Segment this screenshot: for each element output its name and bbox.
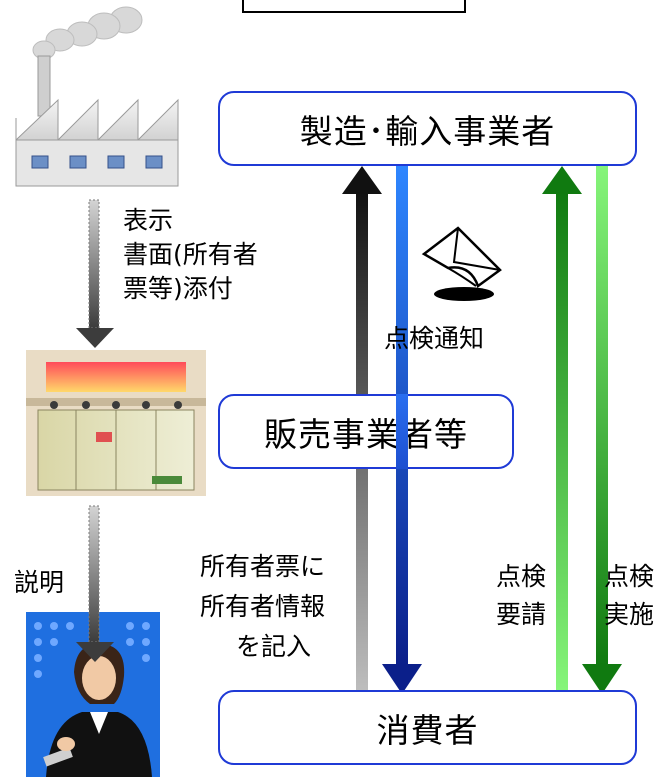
inspection-done-label-2: 実施: [604, 600, 655, 629]
title-frame: [242, 0, 466, 13]
inspection-notice-label: 点検通知: [384, 324, 485, 353]
inspection-request-label-2: 要請: [496, 600, 547, 629]
inspection-request-label-1: 点検: [496, 562, 547, 591]
consumer-label: 消費者: [376, 710, 479, 750]
document-label-2: 票等)添付: [123, 274, 233, 303]
left-flow-arrows: [76, 199, 114, 662]
retailer-label: 販売事業者等: [264, 414, 468, 454]
owner-form-label-2: 所有者情報: [200, 592, 326, 621]
owner-form-label-3: を記入: [236, 632, 312, 661]
owner-form-label-1: 所有者票に: [200, 552, 326, 581]
inspection-done-label-1: 点検: [604, 562, 655, 591]
document-label-1: 書面(所有者: [123, 240, 258, 269]
retailer-box: 販売事業者等: [218, 394, 514, 469]
manufacturer-box: 製造･輸入事業者: [218, 91, 637, 166]
manufacturer-label: 製造･輸入事業者: [299, 111, 556, 151]
consumer-box: 消費者: [218, 690, 637, 765]
shop-icon: [26, 350, 206, 496]
factory-icon: [15, 6, 179, 187]
arrow-overlay: [396, 394, 408, 469]
letter-icon: [421, 226, 502, 301]
explanation-label: 説明: [14, 568, 65, 597]
display-label: 表示: [123, 206, 174, 235]
